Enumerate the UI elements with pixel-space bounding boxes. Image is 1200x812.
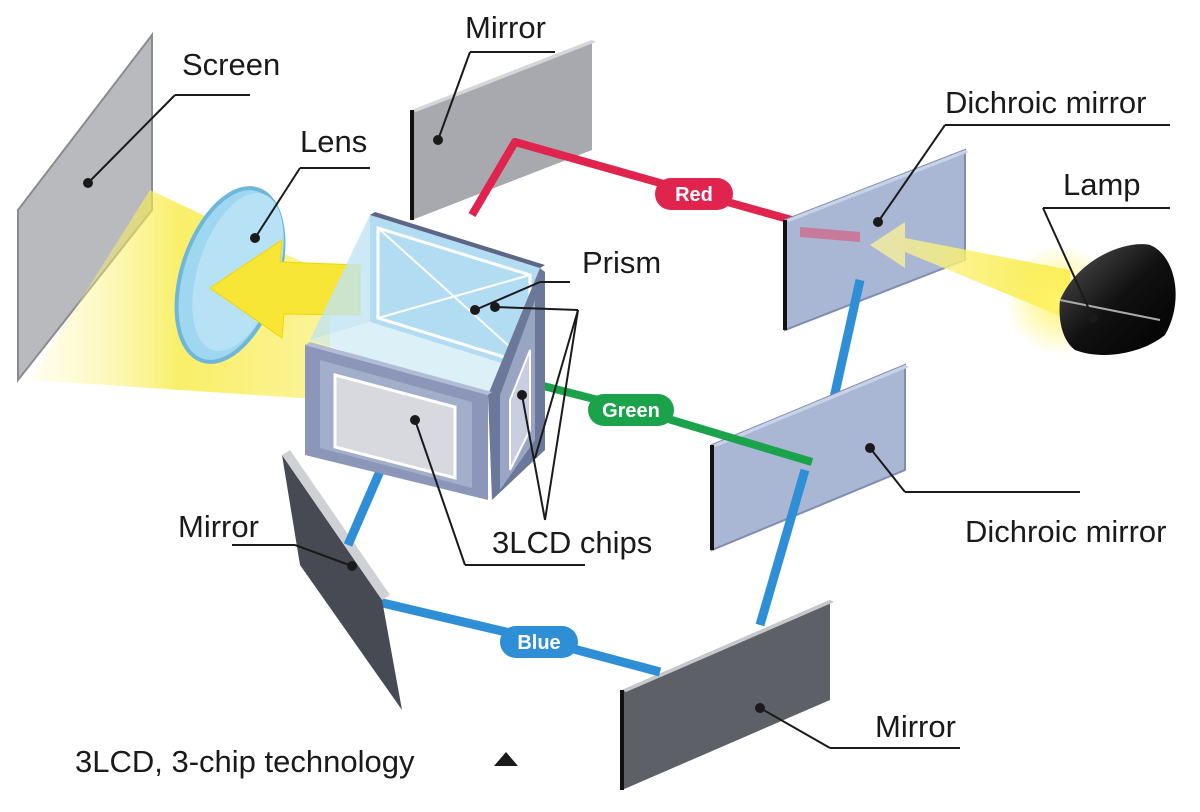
label-dichroic-middle: Dichroic mirror <box>965 514 1167 549</box>
leader-chips <box>410 302 585 566</box>
dichroic-mirror-top <box>783 148 969 332</box>
red-beam <box>468 138 822 232</box>
leader-prism <box>470 281 570 315</box>
label-mirror-top: Mirror <box>465 10 546 45</box>
leader-screen <box>83 94 250 188</box>
leader-dichroic-top <box>873 124 1170 227</box>
svg-text:Green: Green <box>602 400 660 422</box>
label-chips: 3LCD chips <box>492 525 652 560</box>
label-lamp: Lamp <box>1063 167 1141 202</box>
lamp <box>1005 244 1176 355</box>
label-dichroic-top: Dichroic mirror <box>945 85 1147 120</box>
label-mirror-left: Mirror <box>178 509 259 544</box>
green-beam-label: Green <box>588 394 674 426</box>
leader-lens <box>250 167 370 243</box>
leader-mirror-bottom <box>755 703 960 749</box>
footer-title: 3LCD, 3-chip technology <box>75 744 415 779</box>
svg-text:Red: Red <box>675 184 713 206</box>
mirror-top <box>410 40 596 220</box>
prism-assembly <box>305 212 545 500</box>
label-lens: Lens <box>300 124 367 159</box>
red-beam-label: Red <box>655 178 733 210</box>
label-screen: Screen <box>182 47 280 82</box>
mirror-bottom <box>620 600 834 790</box>
triangle-up-icon <box>494 752 518 766</box>
svg-text:Blue: Blue <box>517 632 560 654</box>
leader-dichroic-middle <box>865 443 1080 493</box>
label-prism: Prism <box>582 245 661 280</box>
label-mirror-bottom: Mirror <box>875 709 956 744</box>
mirror-left <box>282 450 402 710</box>
leader-mirror-left <box>232 544 357 571</box>
blue-beam-label: Blue <box>500 626 578 658</box>
leader-lamp <box>1042 207 1170 323</box>
leader-mirror-top <box>433 51 555 145</box>
blue-beam-lower <box>755 468 810 627</box>
